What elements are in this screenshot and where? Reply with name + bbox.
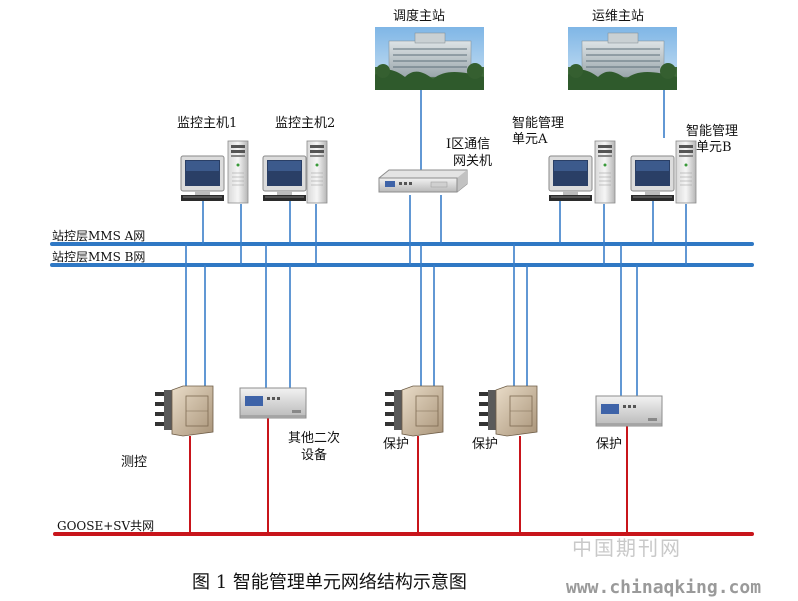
bay-level-links xyxy=(185,244,638,396)
mgmt-unit-a-label-1: 智能管理 xyxy=(512,116,565,131)
dispatch-station-image xyxy=(374,26,485,91)
ops-station-image xyxy=(567,26,678,91)
other-secondary-label-2: 设备 xyxy=(301,448,328,463)
watermark-cn: 中国期刊网 xyxy=(572,536,682,560)
gateway-device xyxy=(378,169,468,193)
mgmt-unit-a-pc xyxy=(548,155,593,202)
other-secondary-label-1: 其他二次 xyxy=(288,431,341,446)
mms-b-label: 站控层MMS B网 xyxy=(52,250,146,264)
mgmt-unit-b-tower xyxy=(675,140,697,204)
station-uplinks xyxy=(420,90,665,170)
monitor-host-1-tower xyxy=(227,140,249,204)
monitor-host-1-pc xyxy=(180,155,225,202)
monitor-host-1-label: 监控主机1 xyxy=(177,116,238,131)
goose-links xyxy=(189,418,628,534)
monitor-host-2-tower xyxy=(306,140,328,204)
mgmt-unit-b-label-2: 单元B xyxy=(696,140,732,155)
other-secondary-device xyxy=(239,387,307,419)
mms-a-label: 站控层MMS A网 xyxy=(52,229,146,243)
mgmt-unit-b-pc xyxy=(630,155,675,202)
station-level-links xyxy=(202,195,687,265)
monitor-host-2-pc xyxy=(262,155,307,202)
measure-control-device xyxy=(154,385,214,437)
goose-sv-label: GOOSE+SV共网 xyxy=(57,519,155,533)
protection-3-label: 保护 xyxy=(596,437,623,452)
gateway-label-1: I区通信 xyxy=(446,137,491,152)
ops-station-label: 运维主站 xyxy=(592,9,645,24)
dispatch-station-label: 调度主站 xyxy=(393,9,446,24)
mgmt-unit-b-label-1: 智能管理 xyxy=(686,124,739,139)
figure-caption: 图 1 智能管理单元网络结构示意图 xyxy=(192,572,467,593)
protection-device-2 xyxy=(478,385,538,437)
protection-1-label: 保护 xyxy=(383,437,410,452)
watermark-url: www.chinaqking.com xyxy=(566,577,762,598)
gateway-label-2: 网关机 xyxy=(453,154,493,169)
measure-control-label: 测控 xyxy=(121,455,148,470)
mgmt-unit-a-tower xyxy=(594,140,616,204)
protection-2-label: 保护 xyxy=(472,437,499,452)
protection-device-1 xyxy=(384,385,444,437)
mgmt-unit-a-label-2: 单元A xyxy=(512,132,548,147)
protection-device-3 xyxy=(595,395,663,427)
monitor-host-2-label: 监控主机2 xyxy=(275,116,336,131)
